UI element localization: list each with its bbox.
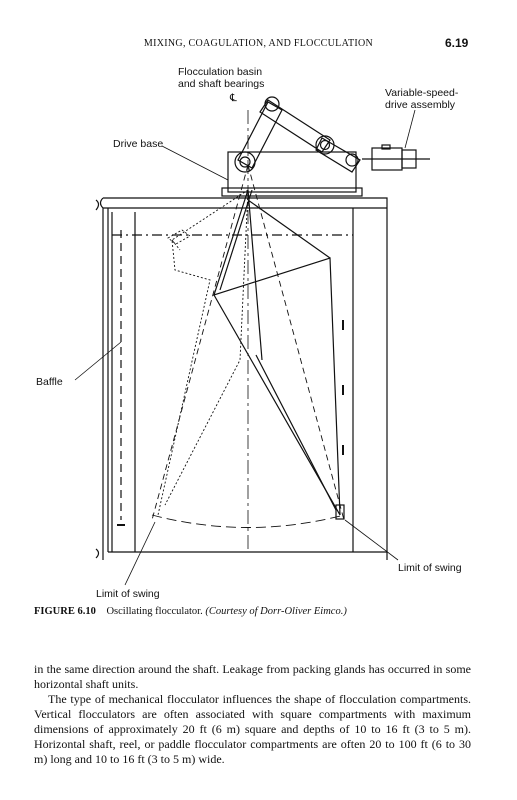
oscillating-flocculator-diagram xyxy=(74,96,430,586)
drive-base xyxy=(227,151,357,193)
label-limit-of-swing-left: Limit of swing xyxy=(96,588,160,600)
leader-baffle xyxy=(74,341,122,381)
label-baffle: Baffle xyxy=(36,376,63,388)
limit-line-left xyxy=(151,164,249,521)
paragraph: The type of mechanical flocculator influ… xyxy=(34,692,471,766)
running-title: MIXING, COAGULATION, AND FLOCCULATION xyxy=(143,38,374,49)
label-limit-of-swing-right: Limit of swing xyxy=(398,562,462,574)
crank-arm-right xyxy=(315,137,361,173)
figure-caption: FIGURE 6.10 Oscillating flocculator. (Co… xyxy=(34,606,347,617)
paragraph: in the same direction around the shaft. … xyxy=(34,662,471,691)
basin-bottom-break xyxy=(95,548,100,559)
crank-arm-left xyxy=(237,101,283,169)
leader-limit-right xyxy=(344,519,399,561)
figure-credit: (Courtesy of Dorr-Oliver Eimco.) xyxy=(205,606,347,617)
paddle-frame-inner xyxy=(219,189,337,511)
drive-base-plate xyxy=(221,187,363,197)
paddle-swing-ghost xyxy=(157,189,249,516)
figure-number: FIGURE 6.10 xyxy=(34,606,96,617)
paddle-frame xyxy=(213,189,341,516)
pivot-drive xyxy=(345,153,359,167)
basin-rim xyxy=(99,197,388,560)
page-number: 6.19 xyxy=(445,36,469,50)
leader-drive-base xyxy=(161,145,229,181)
pivot-shaft xyxy=(234,151,256,173)
label-drive-base: Drive base xyxy=(113,138,164,150)
limit-line-right xyxy=(247,164,345,521)
leader-limit-left xyxy=(124,521,156,586)
swing-arc xyxy=(151,514,345,528)
label-drive-assembly: Variable-speed- drive assembly xyxy=(385,87,459,111)
drive-coupling xyxy=(381,144,391,150)
label-basin-bearings: Flocculation basin and shaft bearings xyxy=(178,66,265,90)
leader-drive-assembly xyxy=(404,109,416,149)
pivot-top xyxy=(264,96,280,112)
basin-left-break xyxy=(95,199,100,211)
pivot-right xyxy=(315,135,335,155)
body-text: in the same direction around the shaft. … xyxy=(34,662,471,767)
figure-title: Oscillating flocculator. xyxy=(106,606,203,617)
crank-arm-top xyxy=(259,99,331,153)
label-centerline: ℄ xyxy=(230,92,237,104)
